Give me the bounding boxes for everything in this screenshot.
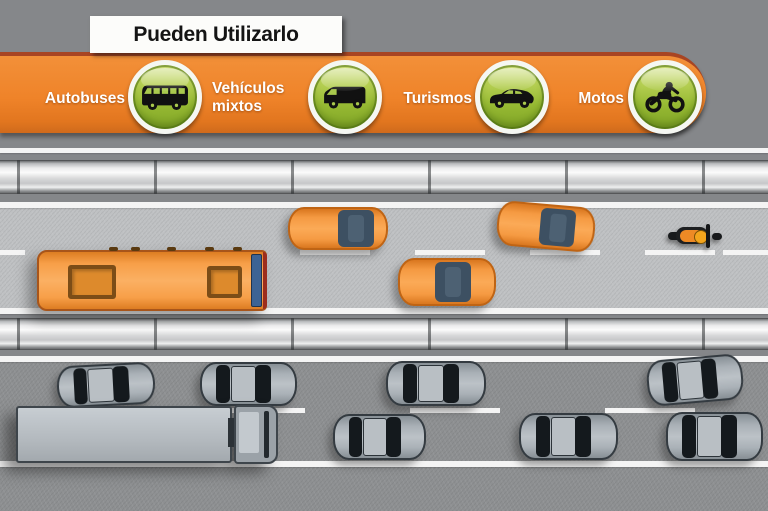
bus-roof-rib xyxy=(205,247,214,251)
bus-roof-hatch xyxy=(207,266,242,298)
label-autobuses: Autobuses xyxy=(44,90,125,107)
car-roof xyxy=(550,417,577,456)
priority-road-bottom-line xyxy=(0,308,768,314)
priority-road-top-line xyxy=(0,202,768,208)
car-windshield xyxy=(575,416,592,457)
gray-truck xyxy=(16,404,278,464)
gray-car-5 xyxy=(333,414,426,460)
bus-roof-rib xyxy=(167,247,176,251)
general-road-bottom-line xyxy=(0,461,768,467)
orange-car-3 xyxy=(398,258,496,306)
gray-car-7 xyxy=(666,412,763,461)
car-roof xyxy=(697,416,723,457)
car-windshield xyxy=(721,415,737,458)
car-roof xyxy=(87,367,115,404)
bus-icon xyxy=(142,85,188,111)
car-roof xyxy=(348,215,364,242)
truck-cab-roof xyxy=(239,412,259,453)
guardrail-bottom xyxy=(0,318,768,350)
general-road-dashed-line xyxy=(0,408,768,413)
car-windshield xyxy=(255,365,271,403)
general-road-top-line xyxy=(0,356,768,362)
edge-line-top xyxy=(0,148,768,153)
moto-handlebar xyxy=(706,224,710,248)
bus-roof-hatch xyxy=(68,265,116,299)
allowed-vehicles-banner: Autobuses Vehículos mixtos Turismo xyxy=(0,52,706,134)
car-roof xyxy=(362,418,388,456)
van-icon xyxy=(324,86,366,109)
moto-front-wheel xyxy=(712,233,722,240)
car-roof xyxy=(548,212,567,243)
car-rear-window xyxy=(72,367,89,405)
truck-hitch xyxy=(228,418,236,447)
car-roof xyxy=(445,267,461,297)
badge-turismos xyxy=(475,60,549,134)
car-rear-window xyxy=(682,415,697,458)
truck-windshield xyxy=(264,411,269,458)
motorcycle xyxy=(668,222,723,250)
orange-car-2 xyxy=(495,199,597,254)
badge-vehiculos-mixtos xyxy=(308,60,382,134)
orange-bus xyxy=(37,247,267,311)
moto-rear-wheel xyxy=(668,232,682,240)
label-vehiculos-mixtos: Vehículos mixtos xyxy=(212,80,285,115)
label-motos: Motos xyxy=(578,90,624,107)
gray-car-6 xyxy=(519,413,618,460)
car-roof xyxy=(231,365,257,403)
car-windshield xyxy=(538,207,577,248)
motorcycle-icon xyxy=(645,81,685,113)
truck-trailer xyxy=(16,406,232,463)
priority-road-dashed-line xyxy=(0,250,768,255)
car-icon xyxy=(489,89,534,108)
car-windshield xyxy=(443,364,459,403)
car-rear-window xyxy=(348,417,362,457)
bus-roof-rib xyxy=(109,247,118,251)
gray-car-4 xyxy=(645,352,745,408)
car-windshield xyxy=(338,210,374,247)
car-windshield xyxy=(386,417,401,457)
guardrail-top xyxy=(0,160,768,194)
bus-roof-rib xyxy=(131,247,140,251)
bus-windshield xyxy=(251,254,262,307)
car-rear-window xyxy=(403,364,417,403)
bus-front-edge xyxy=(263,252,267,309)
badge-motos xyxy=(628,60,702,134)
gray-car-3 xyxy=(386,361,486,406)
page-title: Pueden Utilizarlo xyxy=(90,16,342,53)
car-rear-window xyxy=(535,416,550,457)
bus-roof-rib xyxy=(233,247,242,251)
car-roof xyxy=(418,365,444,402)
car-windshield xyxy=(435,261,471,303)
car-rear-window xyxy=(216,365,231,403)
badge-autobuses xyxy=(128,60,202,134)
orange-car-1 xyxy=(288,207,388,250)
truck-cab xyxy=(234,405,278,464)
gray-car-1 xyxy=(55,361,157,409)
gray-car-2 xyxy=(200,362,297,406)
car-windshield xyxy=(111,365,130,403)
label-turismos: Turismos xyxy=(403,90,472,107)
